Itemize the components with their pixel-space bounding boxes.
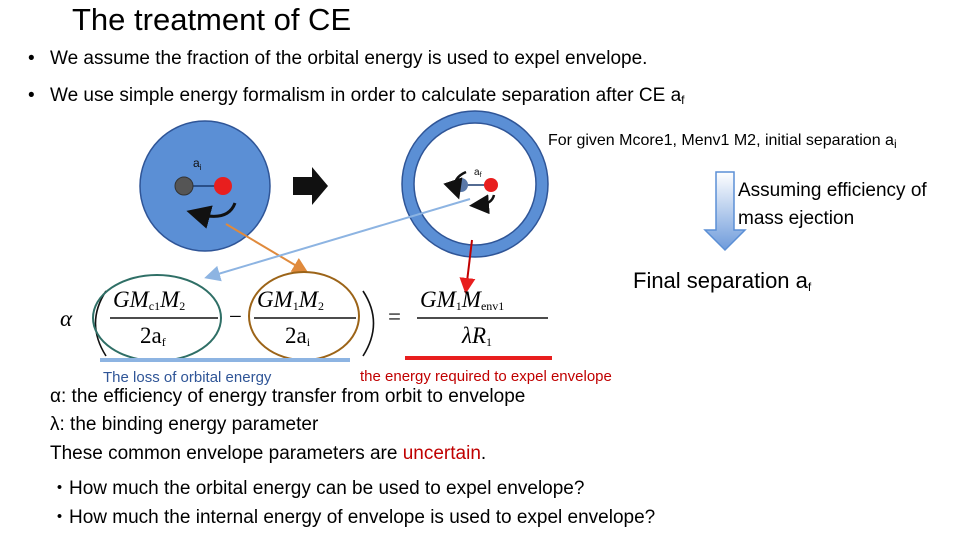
bullet-2-symbol-sub: f [681,93,685,107]
initial-sep-label: ai [193,156,202,172]
final-separation: Final separation af [633,268,811,294]
t2-num-b-sub: 2 [317,299,324,313]
orbit-arrow-right-final [469,194,496,215]
t1-num-sub: c1 [148,299,161,313]
process-arrow-icon [293,167,328,205]
orbit-arrow-initial [186,202,237,229]
final-envelope-inner [413,122,537,246]
rhs-num-sub: 1 [455,299,462,313]
efficiency-down-arrow-icon [703,171,747,252]
formula-rhs-numerator: GM1Menv1 [420,287,504,314]
uncertainty-post: . [480,443,487,464]
t2-den-sub: i [306,335,311,349]
uncertainty-statement: These common envelope parameters are unc… [50,443,486,465]
bullet-1: • We assume the fraction of the orbital e… [28,48,647,70]
t1-den-sub: f [161,335,166,349]
bullet-2-text: We use simple energy formalism in order … [50,85,666,106]
companion-initial [214,177,232,195]
bullet-2: • We use simple energy formalism in order… [28,85,685,107]
lambda-definition: λ: the binding energy parameter [50,414,319,435]
label-required-energy: the energy required to expel envelope [360,368,612,385]
uncertainty-word: uncertain [402,443,481,464]
rhs-den: λR [462,323,487,348]
given-sub: i [893,137,897,151]
formula-term2-numerator: GM1M2 [257,287,324,314]
label-orbital-energy: The loss of orbital energy [103,369,272,386]
orbit-arrow-left-final [443,170,467,200]
formula-minus: − [229,304,242,329]
t2-num: GM [257,287,293,312]
rhs-num-b: M [461,287,481,312]
final-sub: f [807,280,812,294]
formula-term1-denominator: 2af [140,323,166,350]
arrow-envelope-to-rhs [459,239,476,294]
rhs-num-b-sub: env1 [480,299,505,313]
formula-rhs-denominator: λR1 [462,323,492,350]
t2-num-sub: 1 [292,299,299,313]
formula-alpha: α [60,306,73,331]
bullet-dot-icon: • [28,85,35,106]
t1-den: 2a [140,323,162,348]
bullet-1-text: We assume the fraction of the orbital en… [50,48,648,69]
formula-equals: = [388,304,401,329]
arrow-initial-to-term2 [225,223,309,274]
core-1-initial [174,176,194,196]
bullet-dot-icon: • [28,48,35,69]
big-paren-right [362,290,375,357]
question-1: ・How much the orbital energy can be used… [50,478,585,499]
rhs-num: GM [420,287,456,312]
slide-title: The treatment of CE [72,2,352,37]
t2-den: 2a [285,323,307,348]
final-sep-label: af [474,167,482,179]
question-2: ・How much the internal energy of envelop… [50,507,656,528]
t1-num: GM [113,287,149,312]
t1-num-b: M [160,287,180,312]
assumption-text: Assuming efficiency of mass ejection [738,180,927,229]
t2-num-b: M [298,287,318,312]
bullet-2-symbol: a [670,85,682,106]
given-text: For given Mcore1, Menv1 M2, initial sepa… [548,132,894,149]
alpha-definition: α: the efficiency of energy transfer fro… [50,386,526,407]
formula-term1-numerator: GMc1M2 [113,287,185,314]
given-conditions: For given Mcore1, Menv1 M2, initial sepa… [548,132,897,151]
arrow-final-to-term1 [204,198,471,282]
final-text: Final separation a [633,268,808,293]
rhs-den-sub: 1 [486,335,493,349]
t1-num-b-sub: 2 [179,299,186,313]
companion-final [484,178,498,192]
uncertainty-pre: These common envelope parameters are [50,443,403,464]
big-paren-left [94,290,107,357]
formula-term2-denominator: 2ai [285,323,310,350]
